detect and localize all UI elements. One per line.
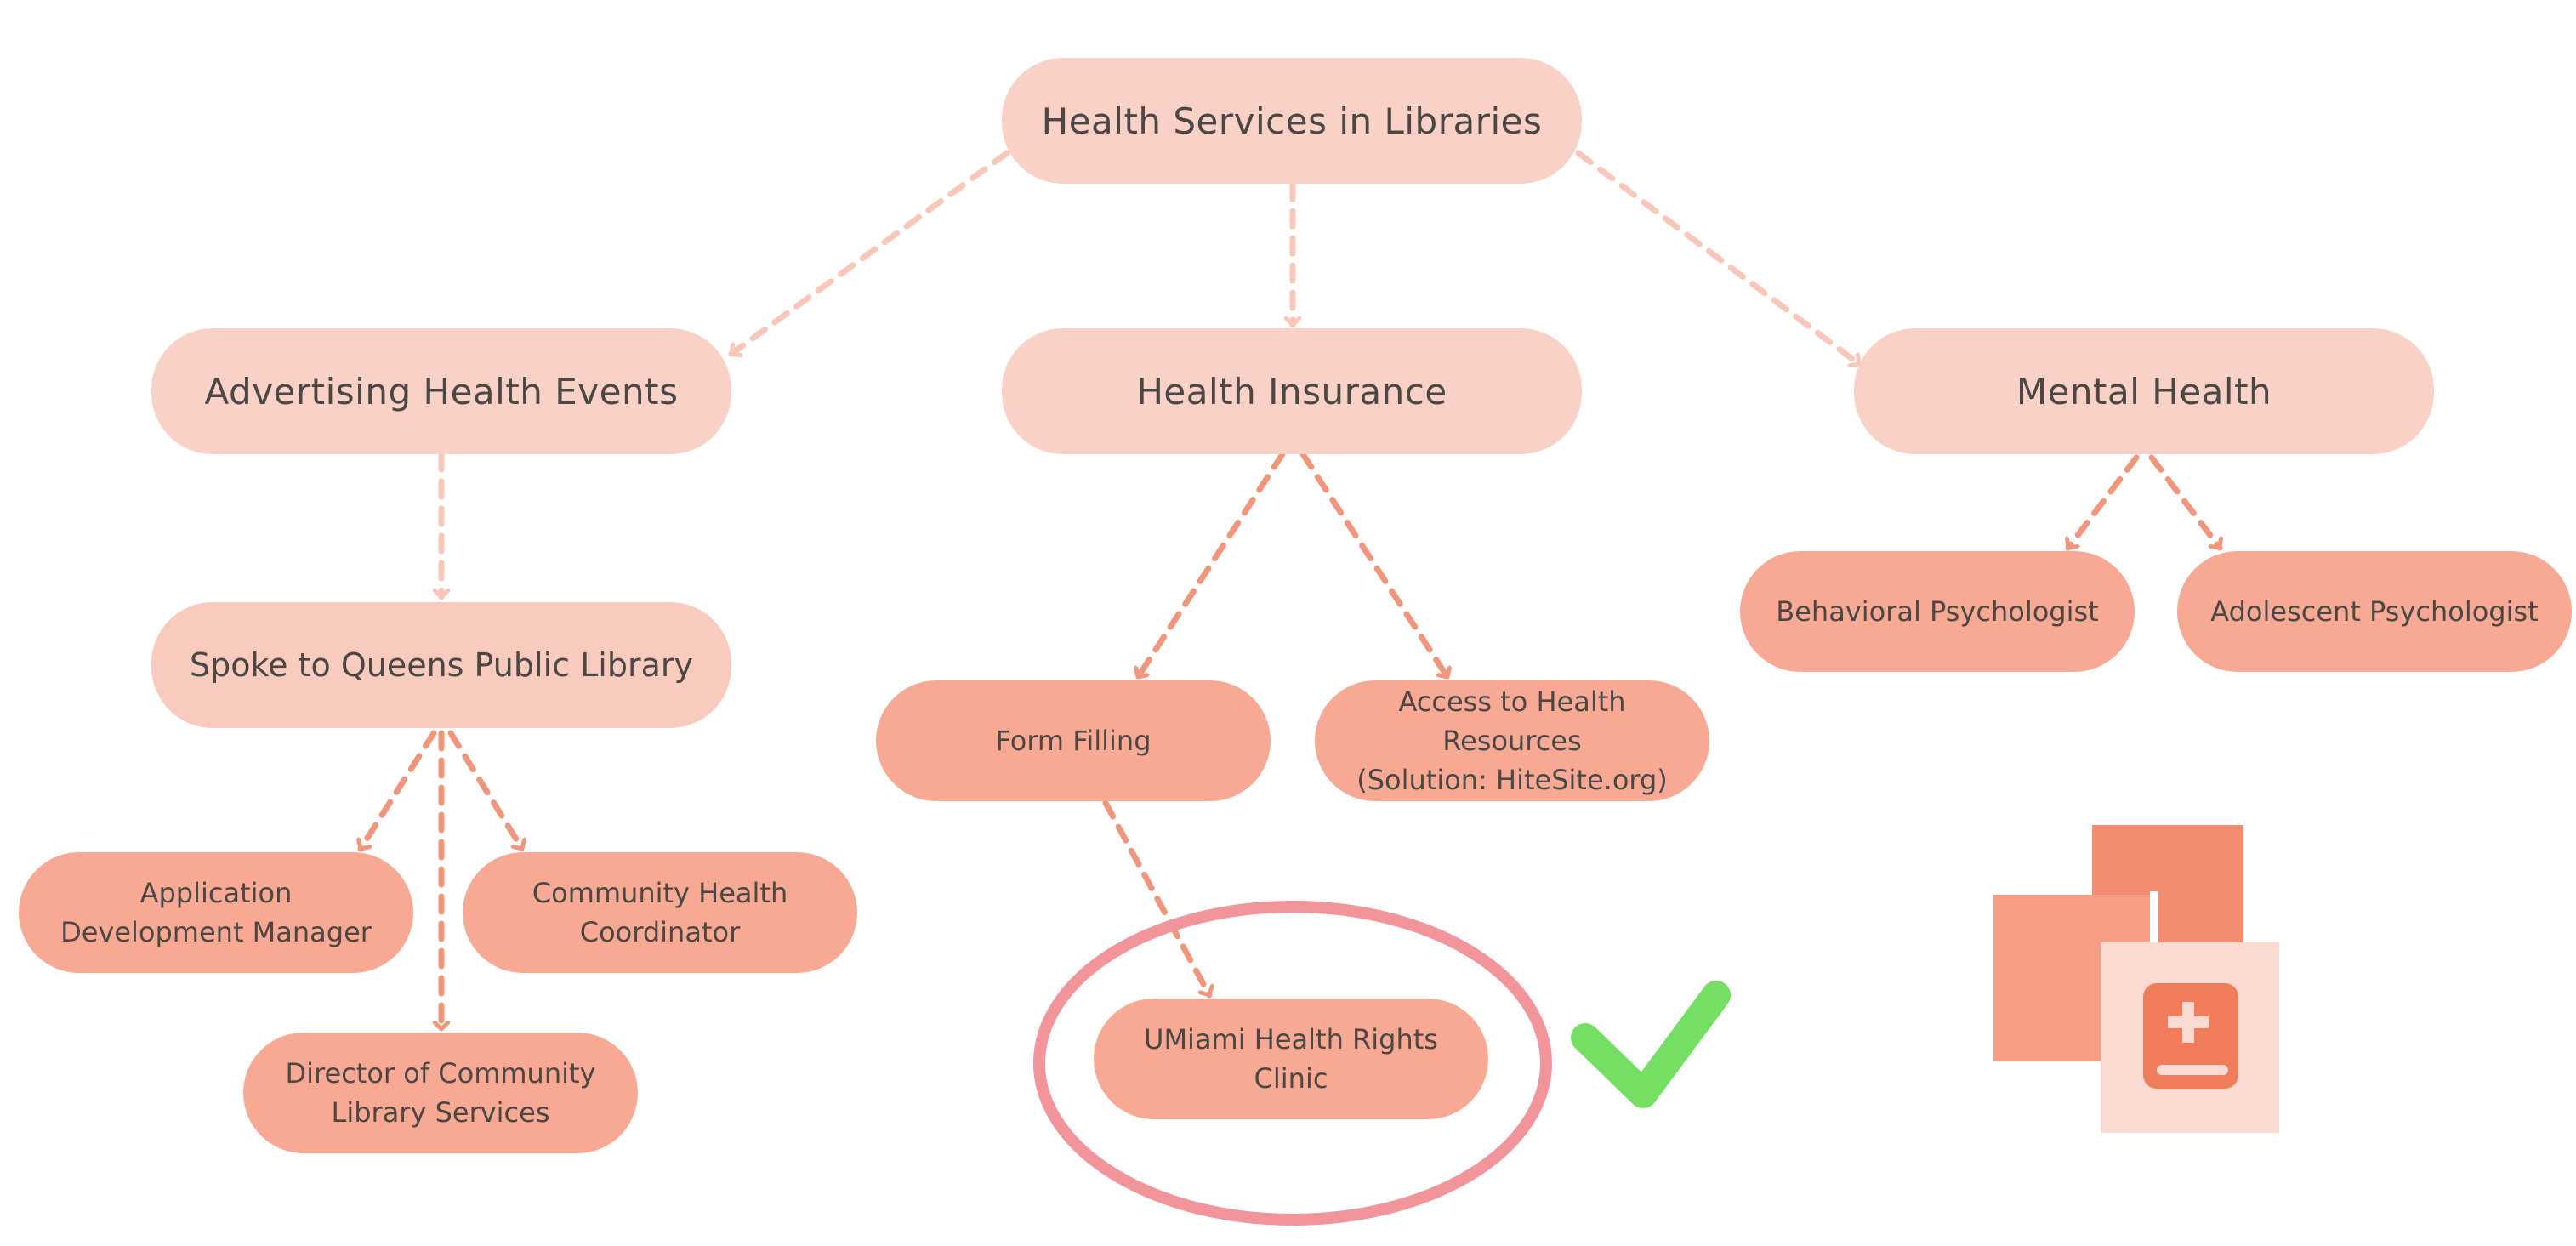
node-director-line2: Library Services	[331, 1096, 550, 1129]
node-community-line1: Community Health	[532, 877, 788, 909]
node-umiami-line2: Clinic	[1254, 1062, 1328, 1095]
arrow-insurance-to-form	[1138, 451, 1286, 680]
node-insurance: Health Insurance	[1002, 328, 1582, 454]
node-behavioral-label: Behavioral Psychologist	[1776, 595, 2099, 628]
arrow-mental-to-behavioral	[2068, 454, 2140, 551]
arrow-insurance-to-access	[1299, 451, 1447, 680]
node-umiami-line1: UMiami Health Rights	[1144, 1023, 1438, 1055]
node-form-filling: Form Filling	[876, 680, 1271, 801]
arrow-queens-to-app	[361, 730, 437, 852]
node-director-line1: Director of Community	[285, 1057, 596, 1090]
node-advertising: Advertising Health Events	[151, 328, 731, 454]
highlight-ring	[1033, 901, 1552, 1226]
node-community-coordinator: Community Health Coordinator	[463, 852, 857, 973]
arrow-root-to-advertising	[728, 150, 1010, 354]
node-advertising-label: Advertising Health Events	[204, 370, 679, 412]
node-insurance-label: Health Insurance	[1136, 370, 1447, 412]
node-access-resources: Access to Health Resources (Solution: Hi…	[1315, 680, 1709, 801]
arrow-root-to-mental	[1575, 150, 1862, 364]
node-root-label: Health Services in Libraries	[1041, 100, 1543, 142]
node-access-line1: Access to Health Resources	[1398, 686, 1626, 757]
node-behavioral-psychologist: Behavioral Psychologist	[1740, 551, 2135, 672]
root-connectors	[441, 150, 1862, 600]
node-community-line2: Coordinator	[579, 916, 741, 948]
node-umiami-clinic: UMiami Health Rights Clinic	[1094, 999, 1488, 1119]
check-mark-icon	[1571, 981, 1731, 1108]
node-queens: Spoke to Queens Public Library	[151, 602, 731, 728]
node-app-dev-line2: Development Manager	[60, 916, 372, 948]
node-director: Director of Community Library Services	[243, 1033, 638, 1153]
node-mental-health-label: Mental Health	[2016, 370, 2272, 412]
node-queens-label: Spoke to Queens Public Library	[190, 646, 693, 684]
arrow-form-to-umiami	[1102, 799, 1209, 999]
child-connectors	[361, 451, 2220, 1033]
arrow-queens-to-community	[447, 730, 522, 852]
node-app-dev-line1: Application	[139, 877, 293, 909]
node-app-dev-manager: Application Development Manager	[19, 852, 413, 973]
node-adolescent-psychologist: Adolescent Psychologist	[2177, 551, 2572, 672]
node-access-line2: (Solution: HiteSite.org)	[1356, 764, 1668, 796]
node-root: Health Services in Libraries	[1002, 58, 1582, 184]
node-form-filling-label: Form Filling	[995, 725, 1152, 757]
node-adolescent-label: Adolescent Psychologist	[2210, 595, 2539, 628]
arrow-mental-to-adolescent	[2148, 454, 2220, 551]
node-mental-health: Mental Health	[1854, 328, 2434, 454]
medical-book-icon	[1993, 825, 2279, 1133]
